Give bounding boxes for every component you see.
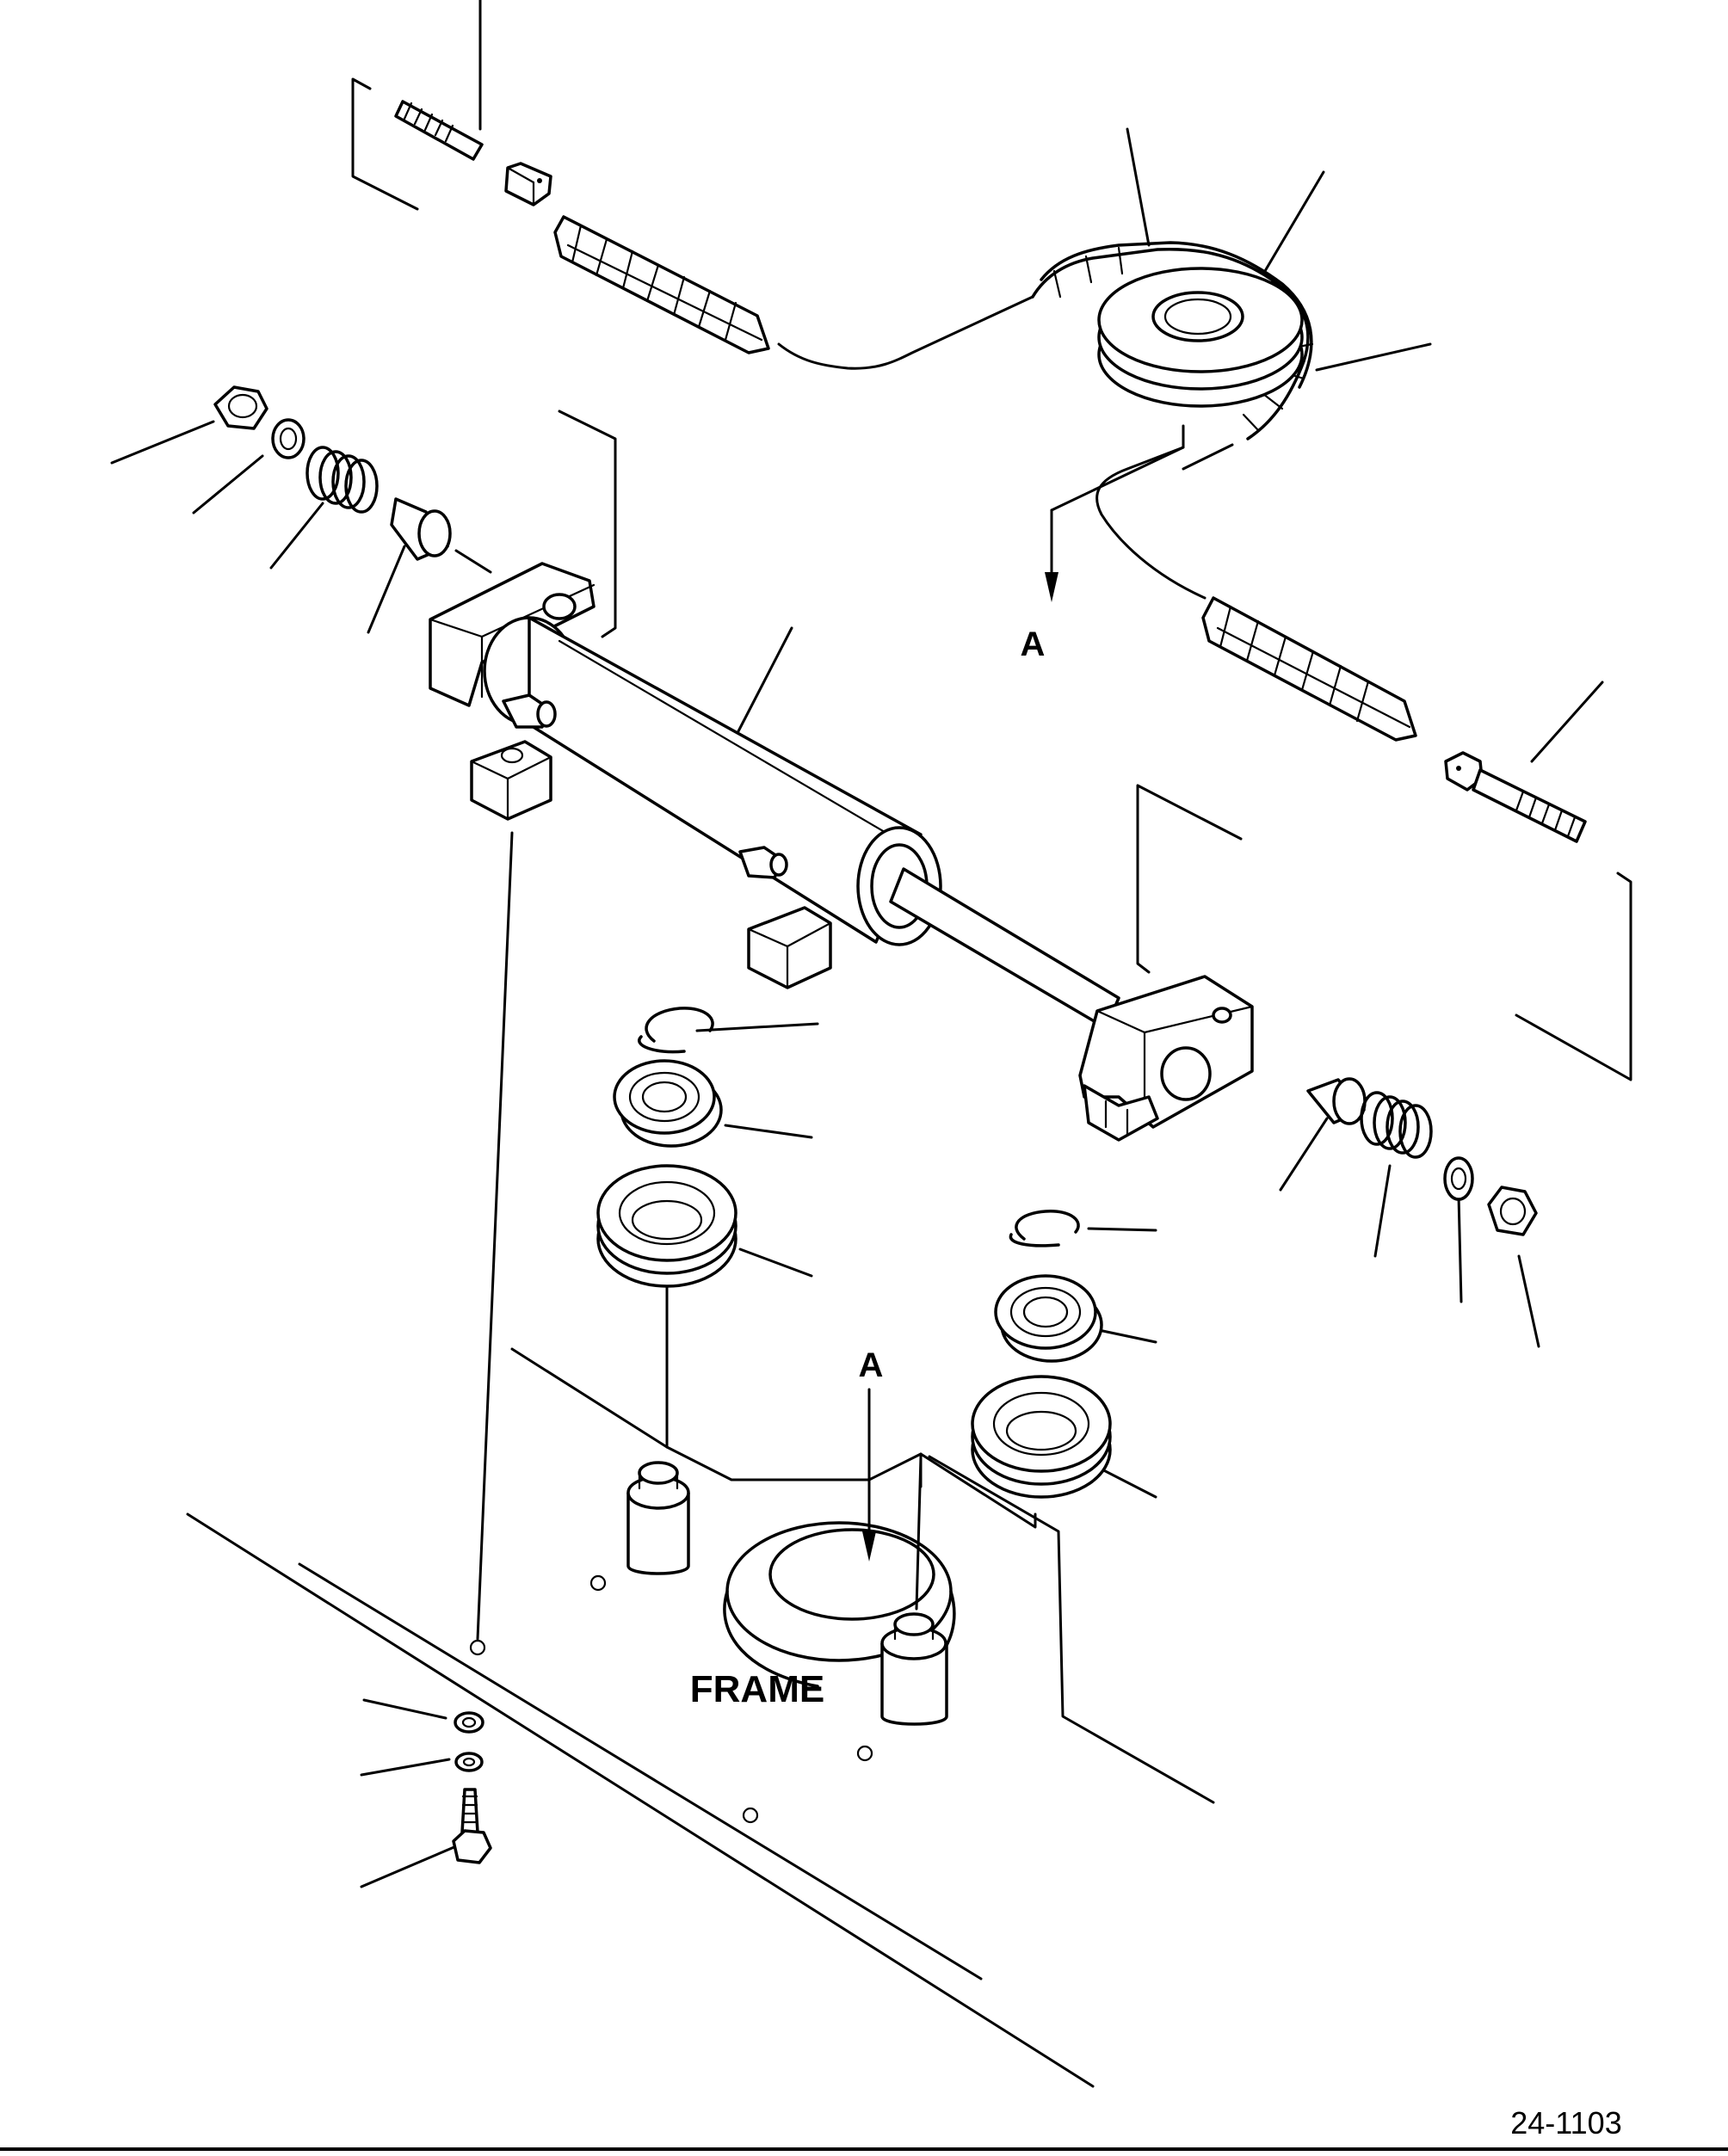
chain-connection-curves — [777, 295, 1234, 602]
label-a-upper: A — [1021, 625, 1046, 663]
frame-boss-left — [626, 1461, 690, 1575]
snap-ring-left — [638, 1007, 714, 1054]
lock-washer-bottom — [454, 1752, 484, 1772]
arrowhead-a-lower — [862, 1531, 876, 1562]
spring-upper-left — [305, 446, 379, 514]
washer-upper-left — [271, 418, 305, 459]
arrowhead-a-upper — [1045, 572, 1058, 602]
cylinder-assembly — [429, 549, 1254, 1142]
figure-code: 24-1103 — [1510, 2105, 1621, 2141]
washer-bottom — [454, 1711, 484, 1734]
collar-upper-left — [390, 497, 452, 561]
frame-boss-right — [880, 1612, 948, 1726]
upper-left-chain — [553, 215, 770, 354]
nut-lower-right — [1487, 1186, 1538, 1236]
bolt-bottom — [452, 1788, 492, 1864]
adjusting-bolt-lower — [1444, 751, 1587, 843]
collar-lower-right — [1306, 1077, 1367, 1125]
spring-lower-right — [1360, 1091, 1433, 1159]
oil-seal-right — [971, 1375, 1112, 1499]
frame-holes — [469, 1574, 873, 1824]
washer-lower-right — [1443, 1156, 1474, 1201]
bearing-right — [994, 1274, 1103, 1363]
label-a-lower: A — [859, 1346, 884, 1384]
nut-upper-left — [213, 385, 268, 430]
lower-right-chain — [1201, 596, 1417, 742]
adjusting-bolt-upper — [394, 100, 552, 206]
snap-ring-right — [1009, 1210, 1080, 1247]
bearing-left — [613, 1059, 723, 1148]
frame — [186, 831, 1215, 2088]
oil-seal-left — [596, 1164, 737, 1288]
label-frame: FRAME — [690, 1668, 824, 1710]
sprocket — [1097, 267, 1304, 408]
leader-lines — [110, 0, 1604, 1888]
